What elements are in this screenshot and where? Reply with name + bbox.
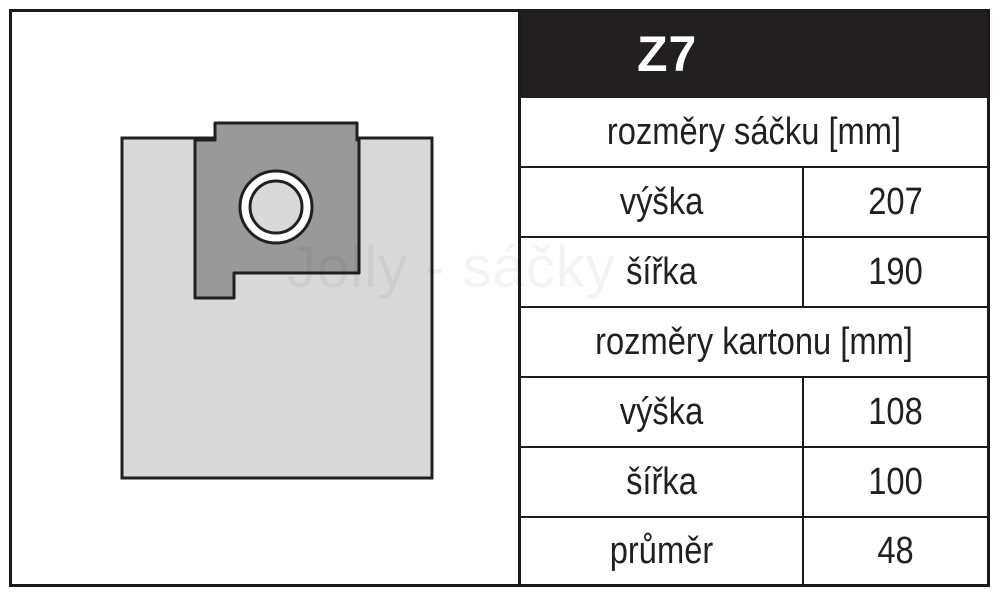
carton-width-value: 100 xyxy=(868,460,923,503)
table-row: šířka 100 xyxy=(521,448,987,518)
product-code: Z7 xyxy=(637,26,698,82)
carton-dimensions-heading-row: rozměry kartonu [mm] xyxy=(521,308,987,378)
vacuum-bag-illustration xyxy=(120,121,434,480)
bag-width-label: šířka xyxy=(626,250,697,293)
bag-illustration-panel: Jolly - sáčky xyxy=(12,12,615,584)
dimensions-table: Z7 rozměry sáčku [mm] výška 207 šířka 19… xyxy=(521,12,987,584)
bag-dimensions-heading: rozměry sáčku [mm] xyxy=(606,110,902,153)
bag-height-value: 207 xyxy=(868,180,923,223)
table-row: průměr 48 xyxy=(521,518,987,584)
carton-diameter-value: 48 xyxy=(877,529,914,572)
table-row: šířka 190 xyxy=(521,238,987,308)
table-row: výška 108 xyxy=(521,378,987,448)
column-divider xyxy=(802,518,804,584)
product-card: Jolly - sáčky Z7 rozměry sáčku [mm] výšk… xyxy=(9,9,990,587)
panel-divider xyxy=(518,12,521,584)
bag-dimensions-heading-row: rozměry sáčku [mm] xyxy=(521,98,987,168)
bag-height-label: výška xyxy=(619,180,704,223)
carton-diameter-label: průměr xyxy=(609,529,714,572)
carton-height-label: výška xyxy=(619,390,704,433)
carton-height-value: 108 xyxy=(868,390,923,433)
product-code-header: Z7 xyxy=(521,12,987,98)
column-divider xyxy=(802,168,804,236)
column-divider xyxy=(802,378,804,446)
carton-dimensions-heading: rozměry kartonu [mm] xyxy=(595,320,913,363)
column-divider xyxy=(802,448,804,516)
watermark-text: Jolly - sáčky xyxy=(287,234,616,301)
table-row: výška 207 xyxy=(521,168,987,238)
column-divider xyxy=(802,238,804,306)
carton-width-label: šířka xyxy=(626,460,697,503)
bag-width-value: 190 xyxy=(868,250,923,293)
bag-opening-hole xyxy=(248,179,304,235)
